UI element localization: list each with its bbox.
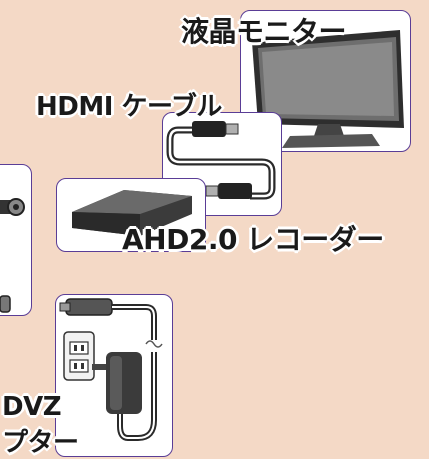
monitor-label: 液晶モニター — [181, 15, 347, 48]
camera-card — [0, 164, 32, 316]
power-label-top: DVZ — [2, 392, 62, 422]
power-label-bottom: プター — [2, 428, 79, 458]
recorder-label: AHD2.0 レコーダー — [122, 223, 384, 256]
hdmi-cable-label: HDMI ケーブル — [36, 92, 222, 122]
